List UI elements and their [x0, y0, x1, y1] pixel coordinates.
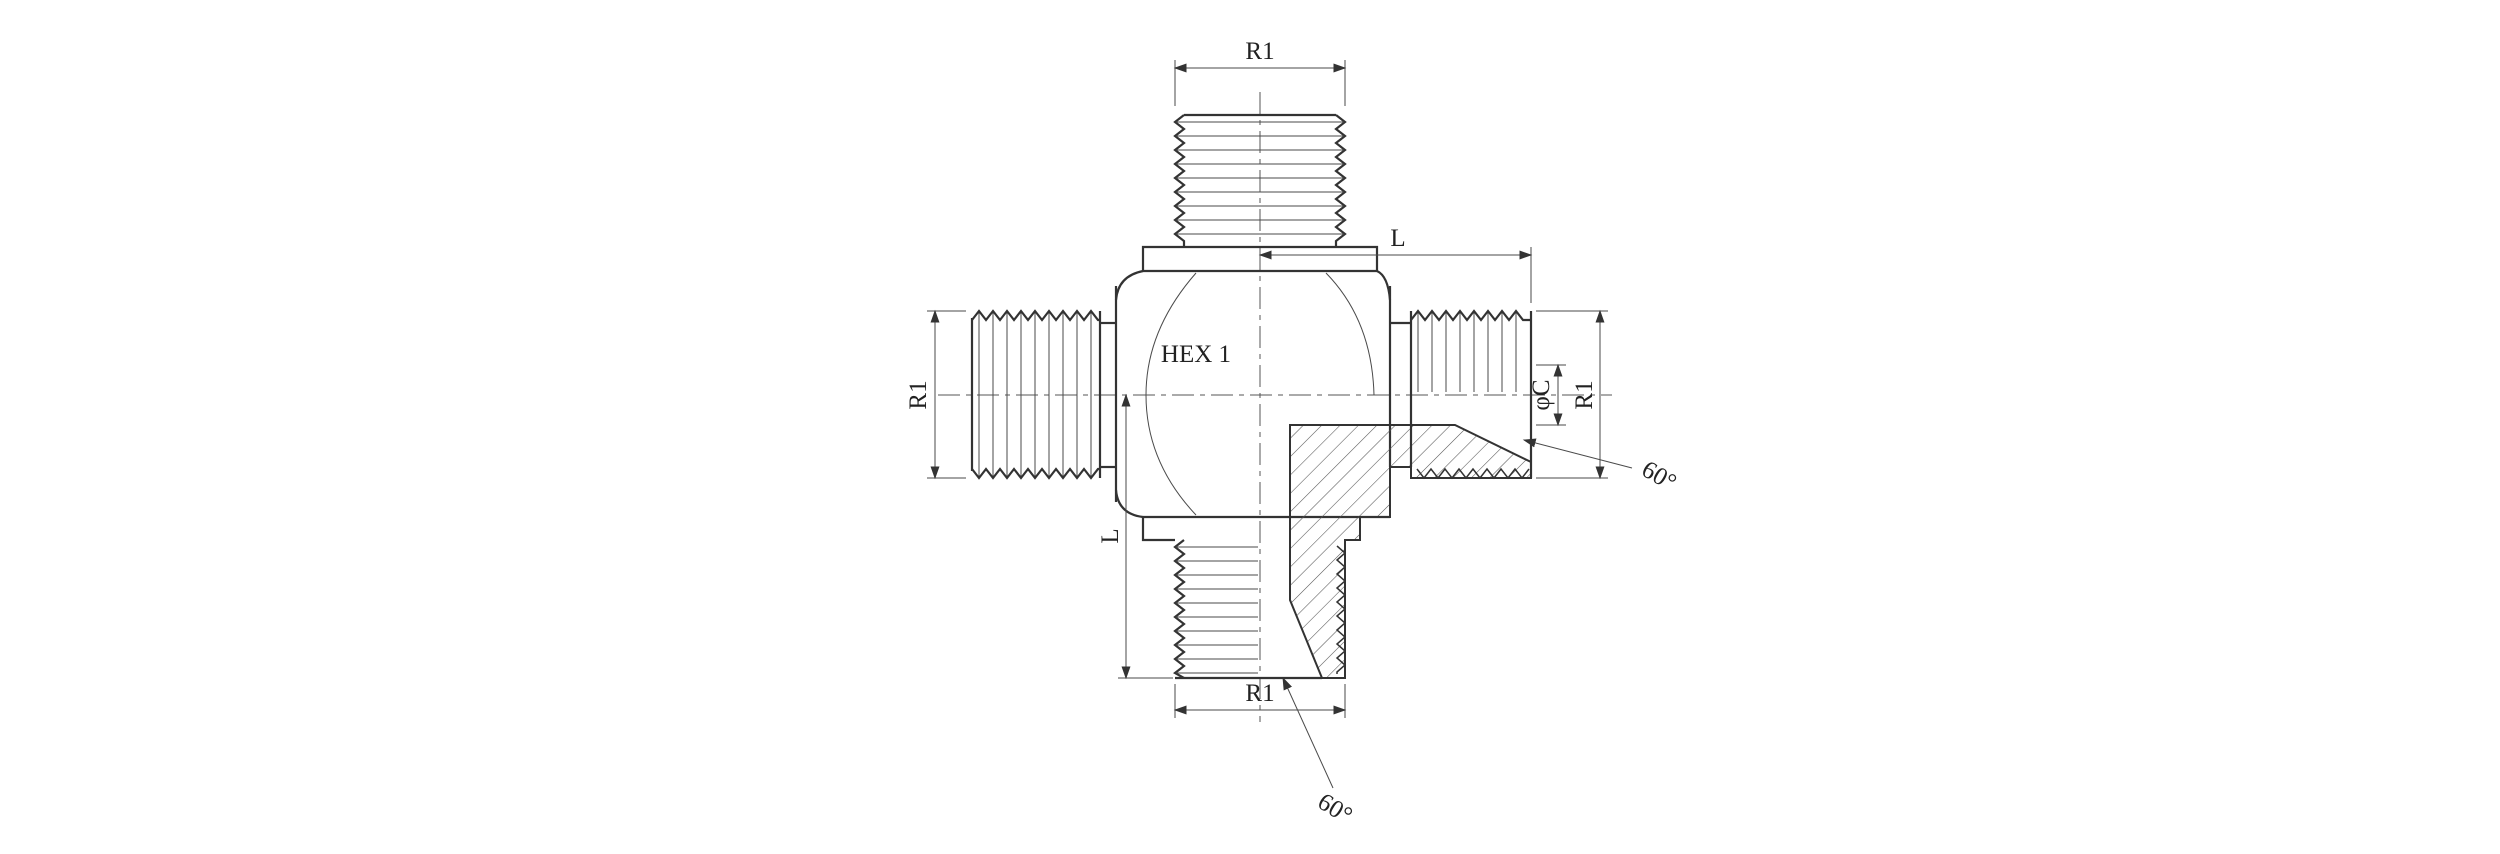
leader-line	[1522, 438, 1633, 469]
bottom-flange-left	[1141, 517, 1175, 542]
dim-right-cone-angle: 60°	[1522, 438, 1681, 497]
port-outlines	[970, 311, 1533, 680]
dim-top-thread: R1	[1173, 38, 1347, 106]
dim-left-thread: R1	[905, 309, 966, 480]
angle-label: 60°	[1637, 456, 1681, 497]
thread-line	[1173, 539, 1186, 679]
hex-size-label: HEX 1	[1161, 341, 1231, 368]
thread-line	[1173, 114, 1186, 247]
dim-bottom-cone-angle: 60°	[1282, 676, 1357, 830]
dim-label: φC	[1528, 379, 1555, 410]
thread-line	[971, 309, 1100, 322]
dim-bottom-length: L	[1097, 393, 1173, 680]
body-corner-arc-tr	[1376, 269, 1392, 301]
bottom-port-threads	[1173, 539, 1347, 679]
centerlines	[938, 92, 1612, 722]
left-port-threads	[971, 309, 1100, 480]
thread-line	[1335, 545, 1347, 674]
thread-line	[971, 467, 1100, 480]
body-corner-arc-tl	[1114, 269, 1144, 301]
thread-line	[1416, 467, 1530, 480]
hex-face-arc-left	[1145, 272, 1197, 516]
dim-right-length: L	[1258, 225, 1533, 303]
dim-bore-diameter: φC	[1528, 363, 1566, 427]
hex-face-arc-right	[1325, 272, 1375, 396]
angle-label: 60°	[1313, 788, 1357, 829]
dim-label: R1	[1245, 38, 1274, 65]
thread-line	[1410, 309, 1531, 322]
right-port-threads	[1410, 309, 1531, 480]
dim-label: R1	[1245, 680, 1274, 707]
dim-right-thread: R1	[1536, 309, 1608, 480]
thread-line	[1334, 114, 1347, 247]
top-port-threads	[1173, 113, 1347, 247]
dim-label: R1	[905, 380, 932, 409]
dim-bottom-thread: R1	[1173, 680, 1347, 718]
leader-line	[1282, 676, 1334, 789]
dim-label: L	[1390, 225, 1405, 252]
body-corner-arc-bl	[1114, 489, 1144, 519]
dim-label: L	[1097, 528, 1124, 543]
dim-label: R1	[1571, 380, 1598, 409]
